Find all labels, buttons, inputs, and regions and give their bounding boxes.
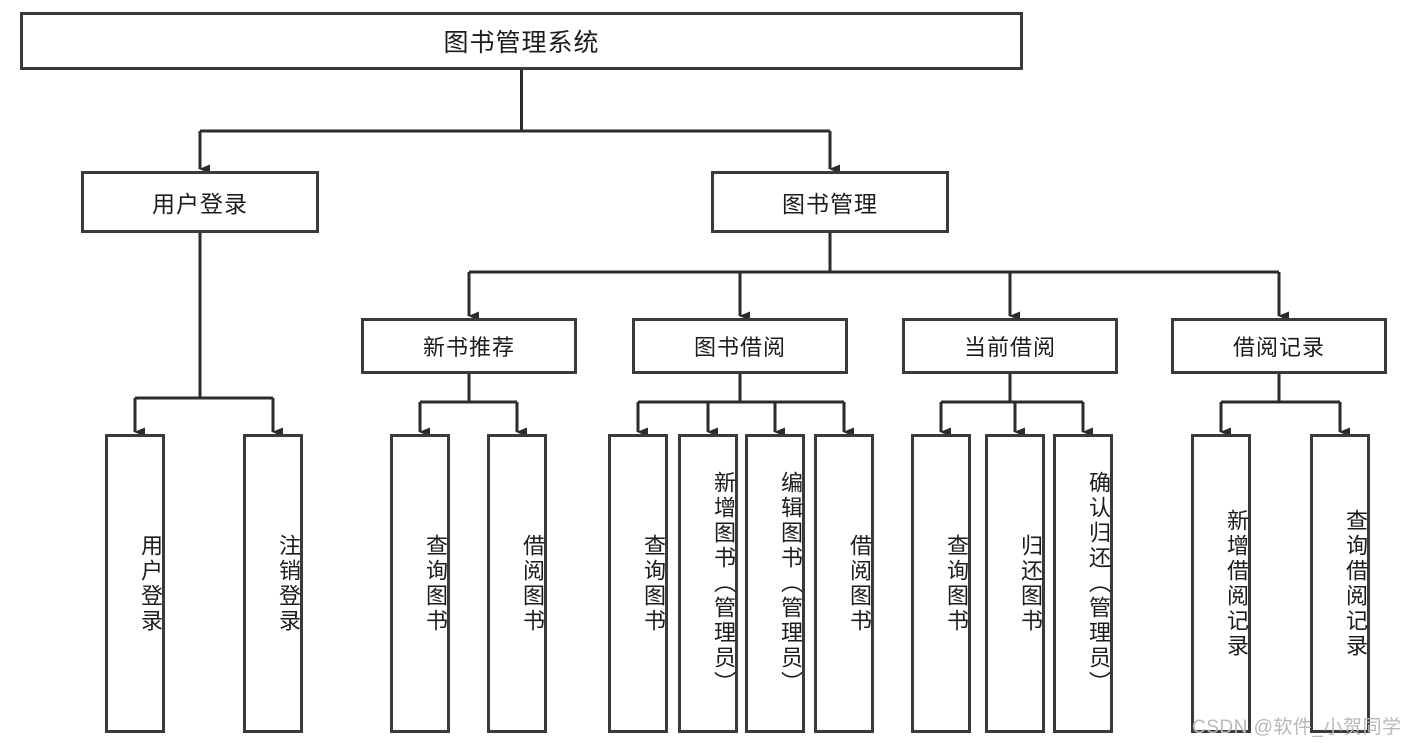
node-label: 用户登录 <box>152 191 248 217</box>
node-label: 当前借阅 <box>963 335 1056 360</box>
csdn-watermark: CSDN @软件_小贺同学 <box>1192 717 1402 738</box>
node-label: 借阅图书 <box>847 533 872 634</box>
node-label: 编辑图书（管理员） <box>778 471 803 696</box>
node-root[interactable]: 图书管理系统 <box>20 12 1023 70</box>
node-leaf-query-book-3[interactable]: 查询图书 <box>911 434 971 733</box>
node-leaf-query-book-1[interactable]: 查询图书 <box>390 434 450 733</box>
node-book-borrow[interactable]: 图书借阅 <box>632 318 848 374</box>
node-leaf-query-book-2[interactable]: 查询图书 <box>608 434 668 733</box>
node-label: 用户登录 <box>138 533 163 634</box>
node-label: 注销登录 <box>276 533 301 634</box>
node-new-book-recommend[interactable]: 新书推荐 <box>361 318 577 374</box>
node-label: 确认归还（管理员） <box>1086 471 1111 696</box>
node-leaf-edit-book-admin[interactable]: 编辑图书（管理员） <box>745 434 805 733</box>
node-label: 图书管理系统 <box>443 29 600 57</box>
node-leaf-query-borrow-record[interactable]: 查询借阅记录 <box>1310 434 1370 733</box>
node-book-manage[interactable]: 图书管理 <box>711 171 949 233</box>
node-label: 新增图书（管理员） <box>711 471 736 696</box>
node-label: 图书借阅 <box>693 335 786 360</box>
node-label: 归还图书 <box>1018 533 1043 634</box>
node-label: 查询图书 <box>944 533 969 634</box>
node-label: 借阅记录 <box>1232 335 1325 360</box>
node-borrow-record[interactable]: 借阅记录 <box>1171 318 1387 374</box>
node-leaf-return-book[interactable]: 归还图书 <box>985 434 1045 733</box>
node-label: 查询图书 <box>641 533 666 634</box>
node-leaf-logout-login[interactable]: 注销登录 <box>243 434 303 733</box>
node-leaf-user-login[interactable]: 用户登录 <box>105 434 165 733</box>
node-leaf-add-borrow-record[interactable]: 新增借阅记录 <box>1191 434 1251 733</box>
node-label: 新书推荐 <box>422 335 515 360</box>
node-label: 新增借阅记录 <box>1224 508 1249 659</box>
node-leaf-confirm-return-admin[interactable]: 确认归还（管理员） <box>1053 434 1113 733</box>
node-label: 图书管理 <box>782 191 878 217</box>
node-label: 查询图书 <box>423 533 448 634</box>
node-label: 借阅图书 <box>520 533 545 634</box>
node-leaf-add-book-admin[interactable]: 新增图书（管理员） <box>678 434 738 733</box>
node-current-borrow[interactable]: 当前借阅 <box>902 318 1118 374</box>
node-label: 查询借阅记录 <box>1343 508 1368 659</box>
node-leaf-borrow-book-1[interactable]: 借阅图书 <box>487 434 547 733</box>
node-user-login[interactable]: 用户登录 <box>81 171 319 233</box>
node-leaf-borrow-book-2[interactable]: 借阅图书 <box>814 434 874 733</box>
